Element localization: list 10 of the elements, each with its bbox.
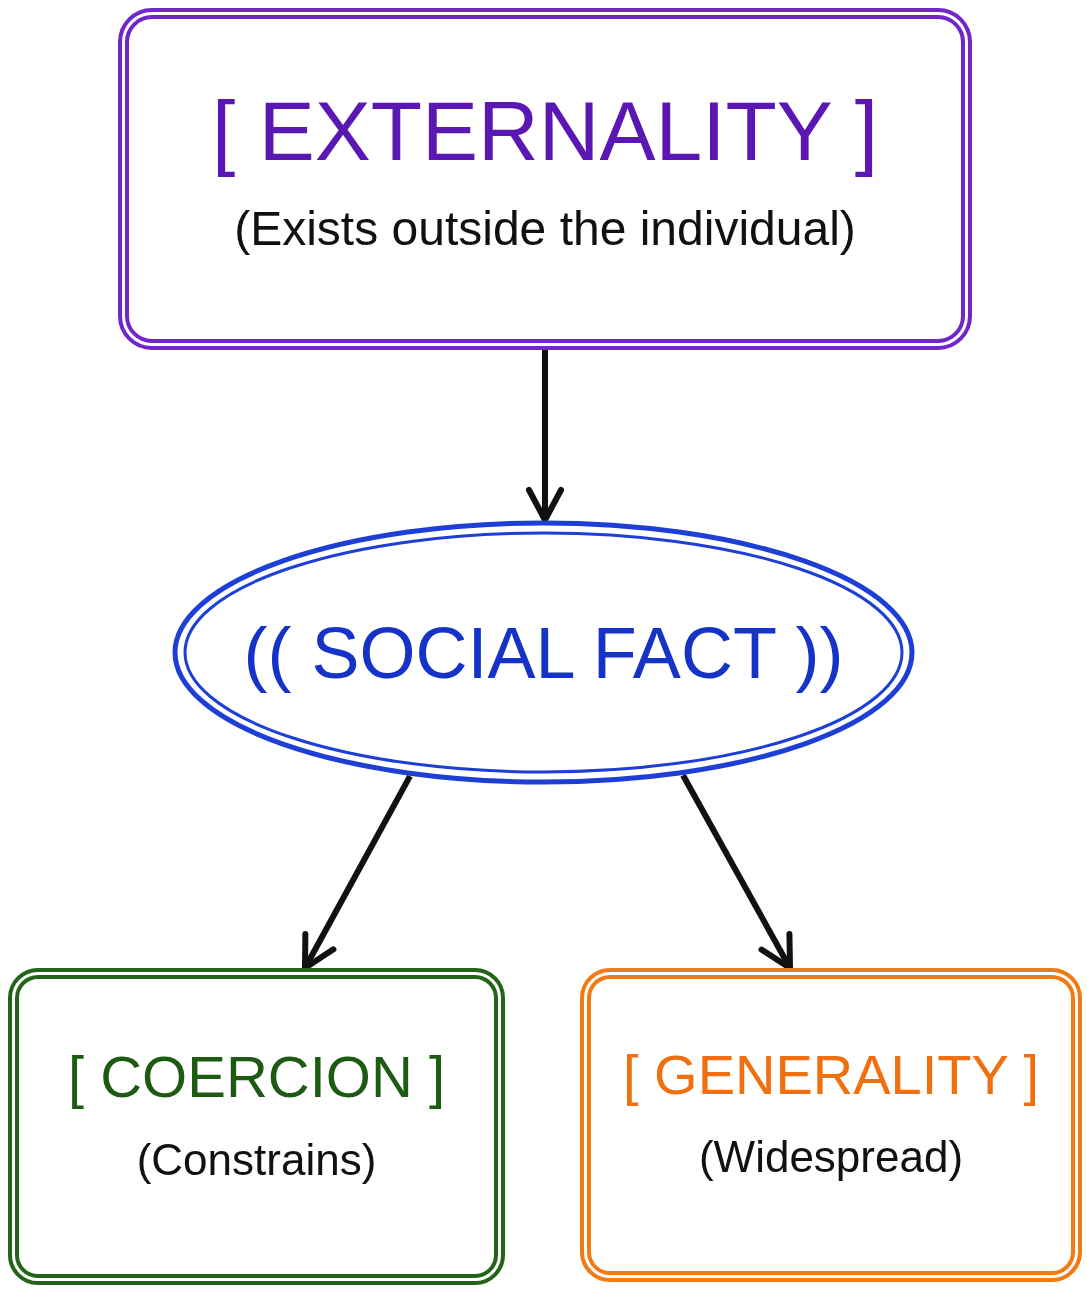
rounded-box <box>580 968 1082 1282</box>
rounded-box <box>118 8 972 350</box>
arrow <box>680 773 793 971</box>
node-subtitle: (Widespread) <box>698 1135 964 1179</box>
rounded-box <box>8 968 505 1285</box>
arrow <box>302 774 413 971</box>
arrow <box>526 350 564 523</box>
node-subtitle: (Constrains) <box>136 1137 377 1182</box>
node-subtitle: (Exists outside the individual) <box>234 205 856 253</box>
oval-node <box>172 520 915 785</box>
